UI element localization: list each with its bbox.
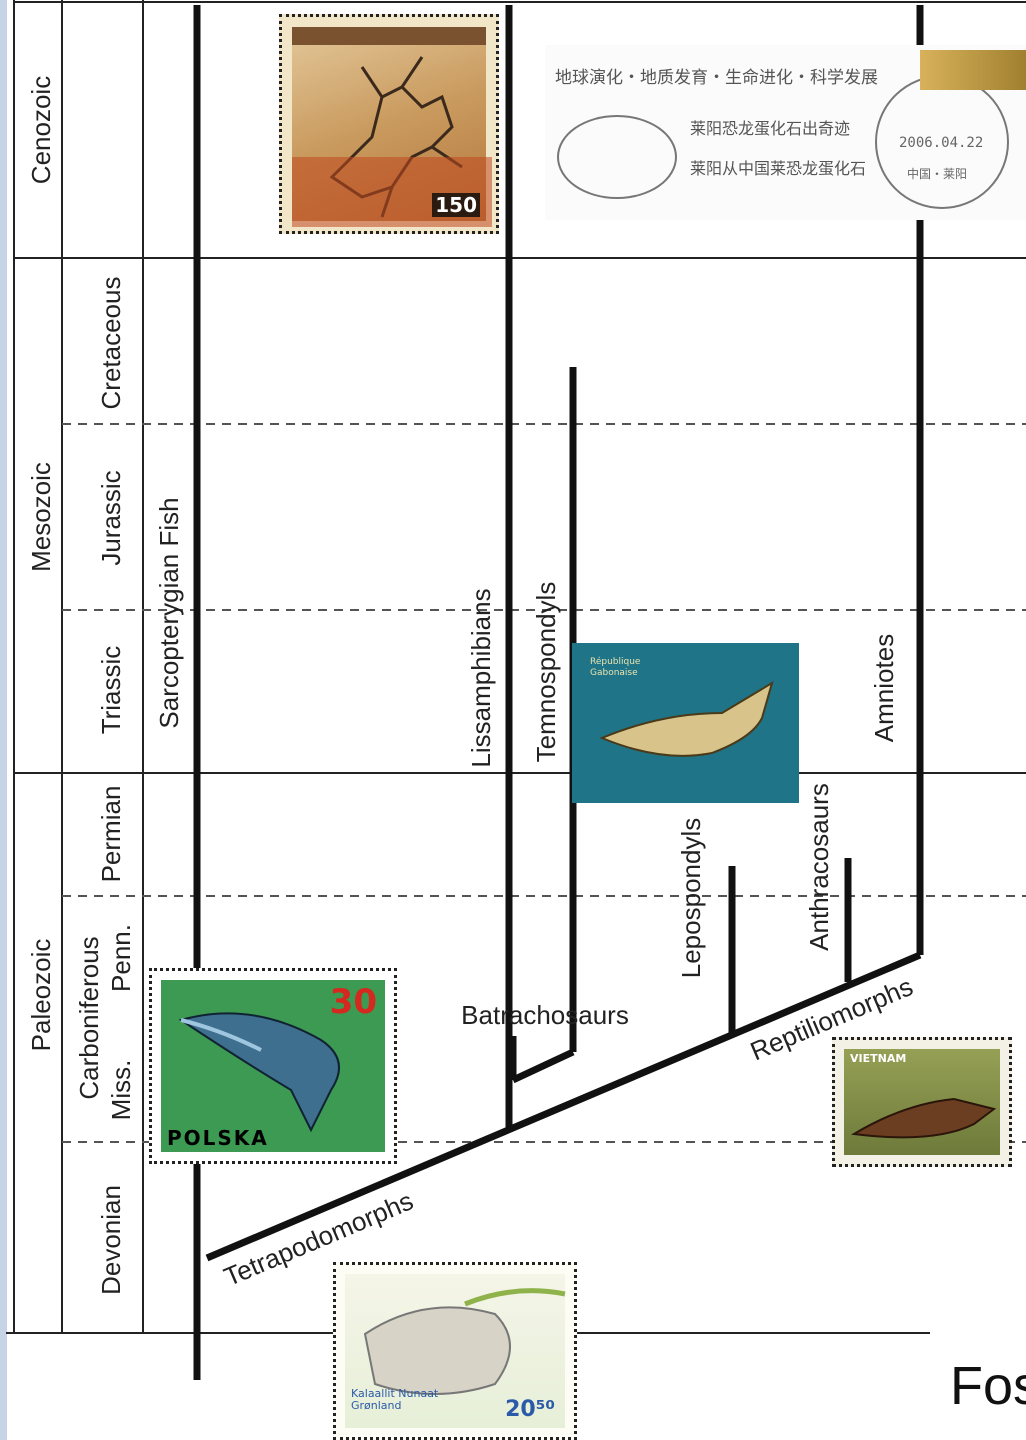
- period-label-carboniferous: Carboniferous: [74, 936, 104, 1099]
- stamp-greenland-fossil: Kalaallit Nunaat Grønland 20⁵⁰: [333, 1262, 577, 1440]
- clade-label-anthracosaurs: Anthracosaurs: [804, 783, 834, 951]
- period-label-triassic: Triassic: [96, 646, 126, 735]
- postmark-cover: 地球演化・地质发育・生命进化・科学发展 莱阳恐龙蛋化石出奇迹 莱阳从中国莱恐龙蛋…: [545, 45, 1026, 220]
- tetrapodomorph-trunk: [205, 951, 922, 1262]
- period-label-permian: Permian: [96, 786, 126, 883]
- stamp-gabon-reptile: République Gabonaise: [572, 643, 799, 803]
- period-label-miss: Miss.: [106, 1060, 136, 1121]
- postmark-stamp-corner: [920, 50, 1026, 90]
- stamp-greenland-value: 20⁵⁰: [505, 1397, 555, 1422]
- batrachosaur-join: [511, 1048, 575, 1084]
- era-label-paleozoic: Paleozoic: [26, 939, 56, 1052]
- stamp-fossil-frog: 150: [279, 14, 499, 234]
- postmark-line2: 莱阳恐龙蛋化石出奇迹: [690, 119, 851, 138]
- postmark-line1: 地球演化・地质发育・生命进化・科学发展: [555, 68, 878, 88]
- stamp-polska-fish: 30 POLSKA: [149, 968, 397, 1164]
- period-label-penn: Penn.: [106, 924, 136, 992]
- clade-label-batrachosaurs: Batrachosaurs: [461, 1000, 629, 1030]
- postmark-oval: [557, 115, 677, 199]
- postmark-line3: 莱阳从中国莱恐龙蛋化石: [690, 159, 867, 178]
- period-label-jurassic: Jurassic: [96, 470, 126, 565]
- stamp-greenland-country: Kalaallit Nunaat Grønland: [351, 1386, 439, 1412]
- clade-label-temnospondyls: Temnospondyls: [531, 582, 561, 763]
- timescale-frame: [6, 0, 1026, 1334]
- stamp-greenland-image: Kalaallit Nunaat Grønland 20⁵⁰: [345, 1274, 566, 1428]
- stamp-gabon-country: République Gabonaise: [590, 657, 641, 678]
- stamp-vietnam-country: VIETNAM: [850, 1052, 907, 1065]
- stamp-polska-value: 30: [329, 982, 377, 1022]
- postmark-date: 2006.04.22: [899, 135, 984, 151]
- clade-label-amniotes: Amniotes: [869, 634, 899, 742]
- period-label-devonian: Devonian: [96, 1185, 126, 1295]
- tree-lines: [193, 5, 924, 1380]
- stamp-polska-country: POLSKA: [167, 1126, 269, 1150]
- era-label-mesozoic: Mesozoic: [26, 462, 56, 572]
- slide-caption: Fos: [950, 1356, 1026, 1416]
- clade-label-lissamphibians: Lissamphibians: [466, 588, 496, 767]
- stamp-fossil-frog-image: 150: [292, 27, 492, 227]
- clade-label-lepospondyls: Lepospondyls: [676, 818, 706, 978]
- stamp-polska-fish-image: 30 POLSKA: [161, 980, 385, 1152]
- era-label-cenozoic: Cenozoic: [26, 76, 56, 184]
- left-edge-strip: [0, 0, 7, 1440]
- stamp-fossil-frog-value: 150: [432, 193, 480, 217]
- period-label-cretaceous: Cretaceous: [96, 277, 126, 410]
- stamp-vietnam-image: VIETNAM: [844, 1049, 1000, 1155]
- clade-label-sarcopterygian: Sarcopterygian Fish: [154, 497, 184, 728]
- postmark-circle: 2006.04.22 中国・莱阳: [875, 75, 1009, 209]
- postmark-place: 中国・莱阳: [907, 167, 968, 181]
- stamp-vietnam-reptile: VIETNAM: [832, 1037, 1012, 1167]
